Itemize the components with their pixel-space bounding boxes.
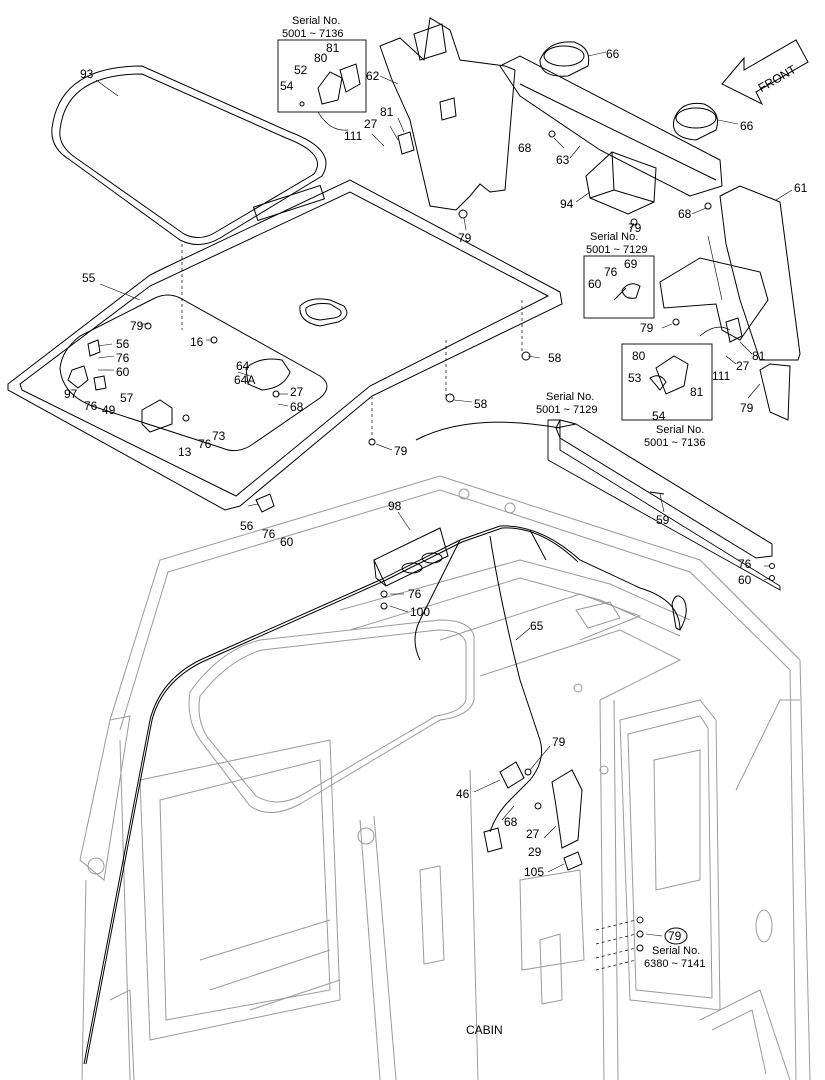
- callout-94: 94: [560, 197, 574, 211]
- callout-80b: 80: [632, 349, 646, 363]
- roof-liner: [7, 179, 563, 513]
- callout-60c: 60: [588, 277, 602, 291]
- callout-76e: 76: [604, 265, 618, 279]
- callout-61: 61: [794, 181, 808, 195]
- callout-62: 62: [366, 69, 380, 83]
- callout-105: 105: [524, 865, 544, 879]
- inset-box-b: [583, 255, 655, 319]
- callout-79h: 79: [668, 929, 682, 943]
- callout-73: 73: [212, 429, 226, 443]
- callout-69: 69: [624, 257, 638, 271]
- callout-64: 64: [236, 359, 250, 373]
- callout-100: 100: [410, 605, 430, 619]
- wiring-harness: [83, 525, 688, 1065]
- inset-box-a: [277, 39, 367, 131]
- callout-27b: 27: [364, 117, 378, 131]
- callout-76d: 76: [262, 527, 276, 541]
- inset-box-d: [415, 419, 781, 591]
- callout-76a: 76: [116, 351, 130, 365]
- callout-76b: 76: [84, 399, 98, 413]
- callout-65: 65: [530, 619, 544, 633]
- callout-27c: 27: [736, 359, 750, 373]
- diagram-caption: CABIN: [466, 1023, 503, 1037]
- front-arrow: FRONT: [721, 39, 809, 106]
- callout-49: 49: [102, 403, 116, 417]
- callout-66a: 66: [606, 47, 620, 61]
- callout-55: 55: [82, 271, 96, 285]
- leader-lines: [95, 51, 793, 937]
- serial-e-range: 6380 ~ 7141: [644, 958, 705, 970]
- callout-111a: 111: [344, 129, 363, 143]
- cabin-frame: [79, 475, 811, 1080]
- callout-98: 98: [388, 499, 402, 513]
- weatherstrip-seal: [51, 65, 327, 245]
- callout-54a: 54: [280, 79, 294, 93]
- callout-81b: 81: [380, 105, 394, 119]
- callout-63: 63: [556, 153, 570, 167]
- callout-64a: 64A: [234, 373, 255, 387]
- callout-27a: 27: [290, 385, 304, 399]
- callout-79e: 79: [640, 321, 654, 335]
- callout-60d: 60: [738, 573, 752, 587]
- callout-79f: 79: [740, 401, 754, 415]
- callout-27d: 27: [526, 827, 540, 841]
- serial-b-range: 5001 ~ 7129: [586, 244, 647, 256]
- serial-c-title: Serial No.: [656, 424, 704, 436]
- callout-79b: 79: [394, 444, 408, 458]
- callout-56b: 56: [240, 519, 254, 533]
- serial-e-title: Serial No.: [652, 945, 700, 957]
- callout-79a: 79: [130, 319, 144, 333]
- serial-a-title: Serial No.: [292, 15, 340, 27]
- callout-76c: 76: [198, 437, 212, 451]
- callout-56a: 56: [116, 337, 130, 351]
- callout-79g: 79: [552, 735, 566, 749]
- callout-97: 97: [64, 387, 78, 401]
- callout-80a: 80: [314, 51, 328, 65]
- callout-54b: 54: [652, 409, 666, 423]
- callout-68d: 68: [504, 815, 518, 829]
- callout-76f: 76: [738, 557, 752, 571]
- callout-68c: 68: [678, 207, 692, 221]
- callout-81c: 81: [690, 385, 704, 399]
- callout-29: 29: [528, 845, 542, 859]
- front-arrow-label: FRONT: [756, 62, 799, 95]
- pillar-trim-right: [659, 185, 801, 421]
- callout-60b: 60: [280, 535, 294, 549]
- serial-d-title: Serial No.: [546, 391, 594, 403]
- serial-b-title: Serial No.: [590, 231, 638, 243]
- callout-68b: 68: [518, 141, 532, 155]
- callout-81d: 81: [752, 349, 766, 363]
- serial-a-range: 5001 ~ 7136: [282, 28, 343, 40]
- callout-16: 16: [190, 335, 204, 349]
- callout-66b: 66: [740, 119, 754, 133]
- callout-52: 52: [294, 63, 308, 77]
- pillar-trim-left: [379, 17, 516, 219]
- callout-13: 13: [178, 445, 192, 459]
- callout-79d: 79: [628, 221, 642, 235]
- callout-58a: 58: [548, 351, 562, 365]
- serial-c-range: 5001 ~ 7136: [644, 437, 705, 449]
- callout-59: 59: [656, 513, 670, 527]
- callout-111b: 111: [712, 369, 731, 383]
- callout-79c: 79: [458, 231, 472, 245]
- inset-box-c: [621, 317, 743, 421]
- callout-57: 57: [120, 391, 134, 405]
- callout-76g: 76: [408, 587, 422, 601]
- front-upper-trim: [499, 41, 723, 226]
- serial-d-range: 5001 ~ 7129: [536, 404, 597, 416]
- callout-46: 46: [456, 787, 470, 801]
- callout-60a: 60: [116, 365, 130, 379]
- callout-68a: 68: [290, 400, 304, 414]
- callout-labels: 93 55 79 16 56 76 60 97 76 49 57 73 76 1…: [64, 15, 808, 1037]
- callout-58b: 58: [474, 397, 488, 411]
- callout-53: 53: [628, 371, 642, 385]
- callout-93: 93: [80, 67, 94, 81]
- callout-81a: 81: [326, 41, 340, 55]
